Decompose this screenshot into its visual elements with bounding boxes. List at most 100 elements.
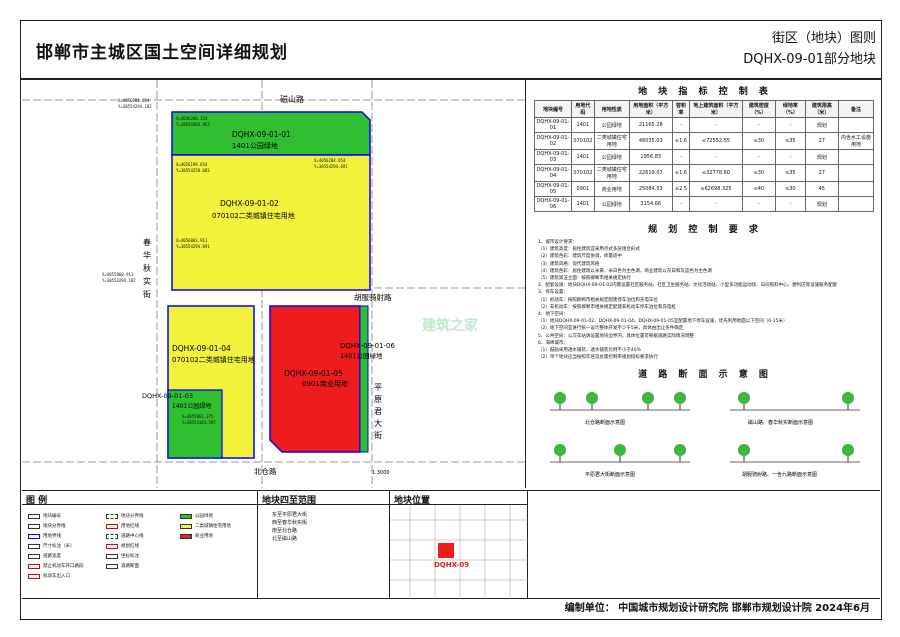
- svg-text:X=4056284.654: X=4056284.654: [314, 158, 346, 163]
- svg-text:平原君大街断面示意图: 平原君大街断面示意图: [585, 471, 635, 478]
- svg-text:大: 大: [374, 418, 382, 428]
- svg-text:Y=38554144.597: Y=38554144.597: [182, 420, 216, 425]
- four-range: 地块四至范围 东至平原君大街 西至春华秋实街 南至北仓路 北至磁山路: [258, 491, 390, 599]
- location-map: DQHX-09: [390, 505, 528, 597]
- svg-text:X=4056003.911: X=4056003.911: [176, 238, 208, 243]
- parcel-05-use: 0901商业用地: [302, 379, 348, 388]
- legend-item: 道路断面: [106, 563, 139, 569]
- legend-item: 尺寸标注（米）: [28, 543, 75, 549]
- location-label: DQHX-09: [434, 561, 469, 569]
- road-section-title: 道 路 断 面 示 意 图: [638, 370, 772, 381]
- four-range-south: 南至北仓路: [272, 528, 298, 534]
- four-range-title: 地块四至范围: [258, 491, 389, 506]
- parcel-03-id: DQHX-09-01-03: [142, 392, 193, 400]
- drawing-frame: [20, 20, 882, 620]
- svg-text:Y=38554294.182: Y=38554294.182: [102, 278, 136, 283]
- svg-text:Y=38554258.683: Y=38554258.683: [176, 168, 210, 173]
- watermark: 建筑之家: [422, 317, 479, 334]
- parcel-01-id: DQHX-09-01-01: [232, 130, 291, 139]
- parcel-01-use: 1401公园绿地: [232, 141, 278, 150]
- parcel-06-use: 1401公园绿地: [340, 351, 383, 360]
- parcel-code: DQHX-09-01部分地块: [743, 52, 876, 67]
- index-table: 地块编号 用地代码 用地性质 用地面积（平方米） 容积率 地上建筑面积（平方米）…: [534, 100, 874, 212]
- parcel-04-use: 070102二类城镇住宅用地: [172, 355, 255, 364]
- road-cishan: 磁山路: [280, 94, 304, 104]
- legend-item: 地块分界线: [28, 523, 66, 529]
- svg-text:君: 君: [374, 407, 382, 416]
- legend-item: 禁止机动车开口路段: [28, 563, 84, 569]
- svg-text:实: 实: [143, 276, 151, 286]
- parcel-01[interactable]: [171, 111, 371, 156]
- parcel-02-use: 070102二类城镇住宅用地: [212, 211, 295, 220]
- plan-map-svg: DQHX-09-01-01 1401公园绿地 DQHX-09-01-02 070…: [22, 80, 525, 488]
- svg-text:Y=38554294.691: Y=38554294.691: [314, 164, 348, 169]
- parcel-05-id: DQHX-09-01-05: [284, 369, 343, 378]
- parcel-03[interactable]: [167, 389, 223, 459]
- parcel-03-use: 1401公园绿地: [172, 402, 211, 410]
- legend-item: 规划红线: [106, 543, 139, 549]
- svg-text:Y=38554294.182: Y=38554294.182: [118, 104, 152, 109]
- legend: 图 例 地块编号 地块分界线 公园绿地 地块分界线 用地红线 二类城镇住宅用地 …: [22, 491, 258, 599]
- four-range-north: 北至磁山路: [272, 536, 298, 542]
- parcel-02-id: DQHX-09-01-02: [220, 199, 279, 208]
- section-hufu: 胡服骑射路、一含九路断面示意图: [730, 444, 860, 478]
- footer: 编制单位： 中国城市规划设计研究院 邯郸市规划设计院 2024年6月: [22, 598, 880, 618]
- legend-item: 用地界线: [28, 533, 61, 539]
- parcel-06-id: DQHX-09-01-06: [340, 342, 395, 350]
- svg-text:Y=38554294.691: Y=38554294.691: [176, 244, 210, 249]
- svg-text:秋: 秋: [143, 263, 151, 273]
- control-title: 规 划 控 制 要 求: [648, 225, 762, 235]
- road-chunhua: 春华秋实街: [143, 237, 151, 299]
- bottom-strip: 图 例 地块编号 地块分界线 公园绿地 地块分界线 用地红线 二类城镇住宅用地 …: [22, 490, 880, 599]
- road-hufu: 胡服骑射路: [354, 292, 392, 302]
- index-table-header: 地块编号 用地代码 用地性质 用地面积（平方米） 容积率 地上建筑面积（平方米）…: [534, 100, 874, 118]
- legend-item: 地块分界线: [106, 513, 144, 519]
- legend-item: 地块编号: [28, 513, 61, 519]
- svg-text:X=4056286.154: X=4056286.154: [176, 116, 208, 121]
- parcel-06[interactable]: [359, 305, 369, 453]
- coord-annotations: X=4056284.654 Y=38554294.182 X=4056286.1…: [102, 98, 348, 425]
- section-cishan: 磁山路、春华秋实断面示意图: [730, 392, 860, 426]
- four-range-west: 西至春华秋实街: [272, 520, 308, 526]
- header-rule: [20, 78, 882, 80]
- svg-text:X=4056284.654: X=4056284.654: [118, 98, 150, 103]
- location-marker: [438, 543, 454, 558]
- svg-text:胡服骑射路、一含九路断面示意图: 胡服骑射路、一含九路断面示意图: [742, 471, 817, 478]
- svg-text:街: 街: [143, 289, 151, 299]
- legend-item: 二类城镇住宅用地: [180, 523, 231, 529]
- svg-text:X=4055861.375: X=4055861.375: [182, 414, 214, 419]
- legend-item: 机动车出入口: [28, 573, 70, 579]
- legend-item: 道路宽度: [28, 553, 61, 559]
- svg-text:X=4056199.654: X=4056199.654: [176, 162, 208, 167]
- location-block: 地块位置 DQHX-09: [390, 491, 528, 599]
- section-pingyuan: 平原君大街断面示意图: [550, 444, 690, 478]
- svg-text:春: 春: [143, 237, 151, 247]
- parcel-04-id: DQHX-09-01-04: [172, 344, 231, 353]
- parcel-05[interactable]: [269, 305, 361, 453]
- scale-label: 1:3000: [372, 470, 390, 476]
- parcel-02[interactable]: [171, 154, 371, 291]
- legend-title: 图 例: [22, 491, 257, 506]
- legend-item: 商业用地: [180, 533, 213, 539]
- legend-item: 公园绿地: [180, 513, 213, 519]
- svg-text:Y=38554403.963: Y=38554403.963: [176, 122, 210, 127]
- svg-text:北仓路断面示意图: 北仓路断面示意图: [585, 419, 625, 426]
- header-right: 街区（地块）图则 DQHX-09-01部分地块: [716, 28, 876, 70]
- plan-map: DQHX-09-01-01 1401公园绿地 DQHX-09-01-02 070…: [22, 80, 526, 488]
- svg-text:平: 平: [374, 383, 382, 392]
- svg-text:原: 原: [374, 395, 382, 404]
- svg-text:X=4055960.911: X=4055960.911: [102, 272, 134, 277]
- legend-item: 坐标标注: [106, 553, 139, 559]
- index-table-title: 地 块 指 标 控 制 表: [638, 87, 772, 97]
- road-pingyuan: 平原君大街: [374, 383, 382, 440]
- road-section-diagrams: 北仓路断面示意图 磁山路、春华秋实断面示意图 平原君大街断面示意图 胡服骑射路、…: [550, 392, 860, 478]
- legend-item: 道路中心线: [106, 533, 144, 539]
- section-beicang: 北仓路断面示意图: [550, 392, 690, 426]
- right-panel: 地 块 指 标 控 制 表 地块编号 用地代码 用地性质 用地面积（平方米） 容…: [530, 80, 880, 490]
